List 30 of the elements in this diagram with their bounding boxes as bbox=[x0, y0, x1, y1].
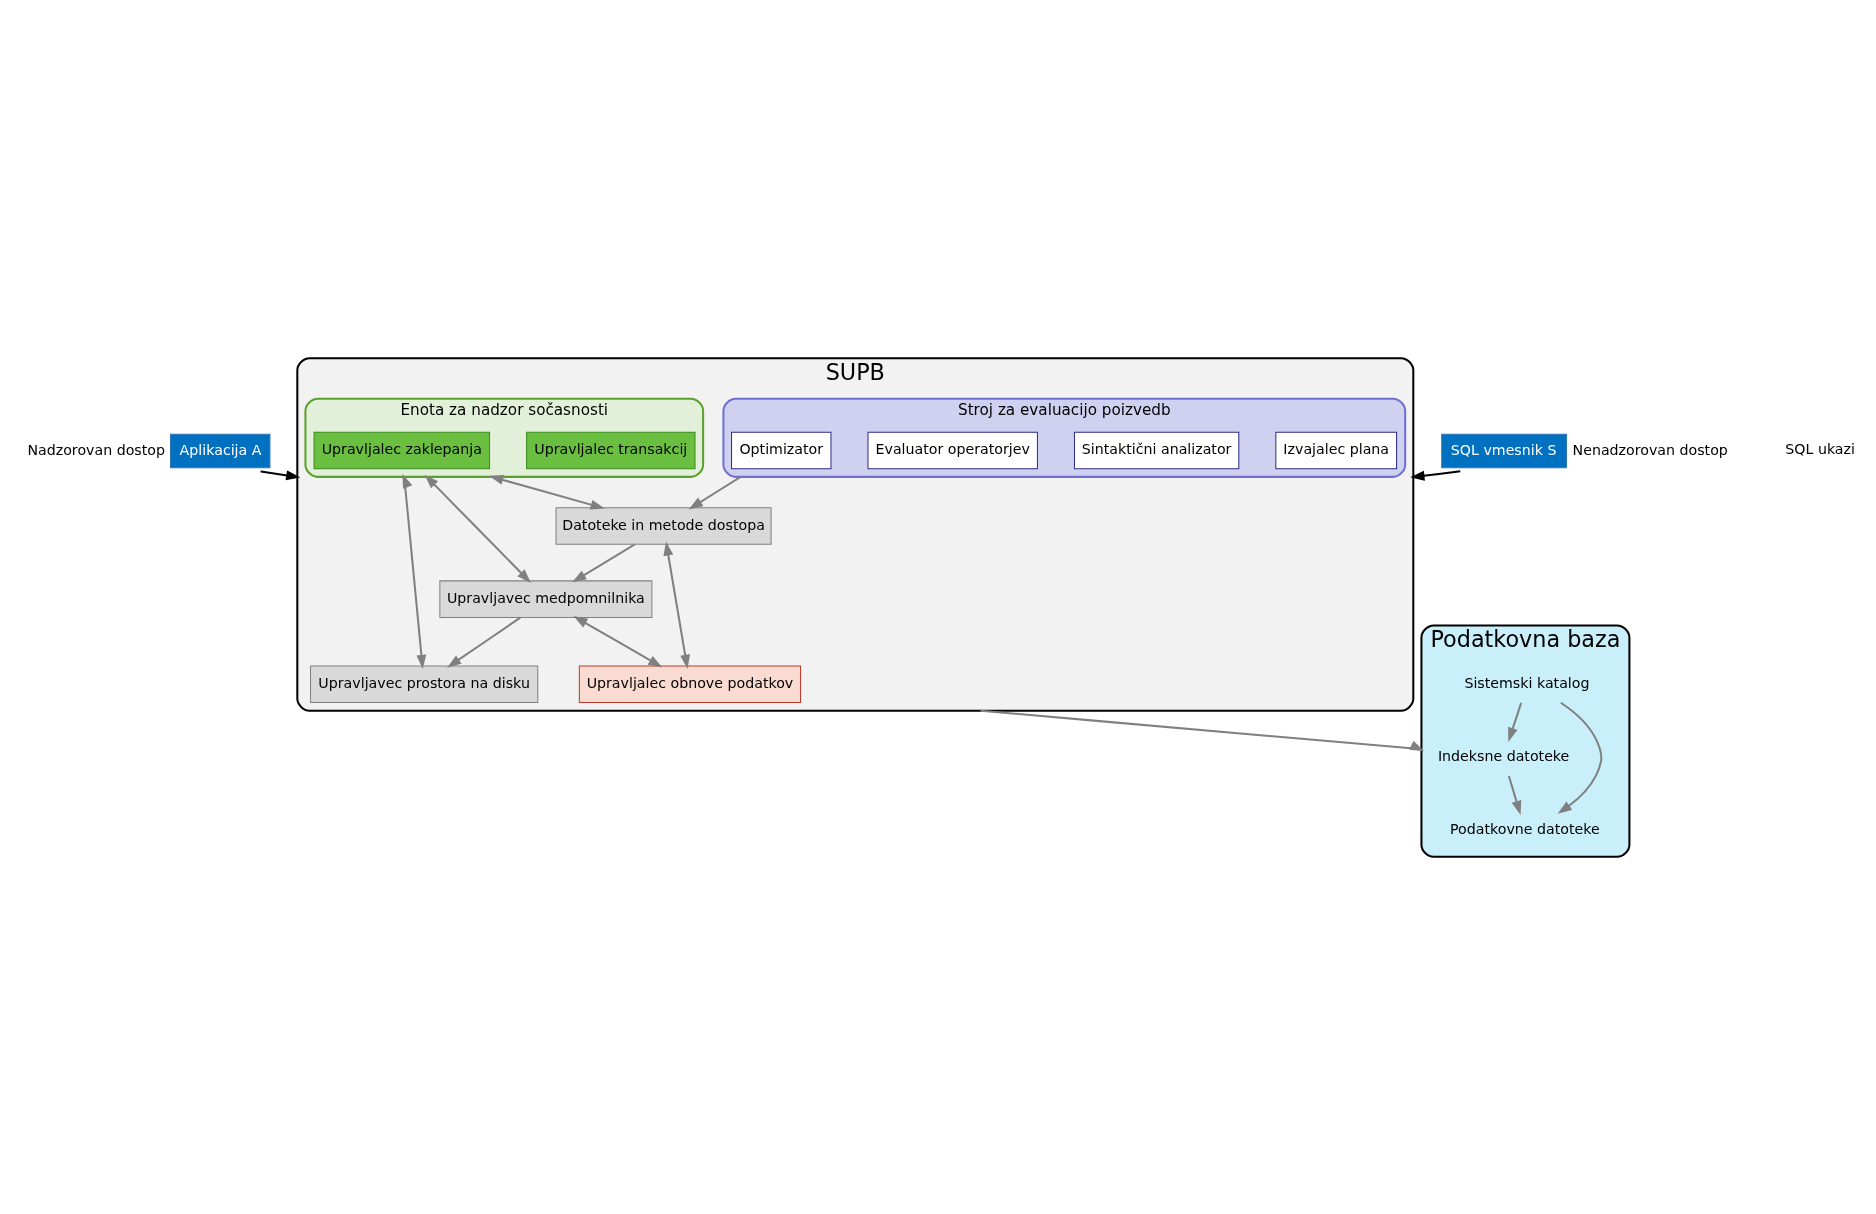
node-box: Datoteke in metode dostopa bbox=[555, 506, 772, 545]
label: SQL ukazi bbox=[1785, 440, 1855, 457]
node-text: Sistemski katalog bbox=[1464, 674, 1590, 691]
node-box: Sintaktični analizator bbox=[1073, 431, 1240, 469]
node-box: Upravljalec transakcij bbox=[526, 431, 696, 469]
node-box: Evaluator operatorjev bbox=[867, 431, 1038, 469]
arrow bbox=[1410, 469, 1461, 481]
node-box: Upravljavec prostora na disku bbox=[310, 665, 539, 703]
node-box: Izvajalec plana bbox=[1275, 431, 1398, 469]
arrow bbox=[1557, 701, 1603, 814]
node-text: Podatkovne datoteke bbox=[1450, 820, 1600, 837]
arrow bbox=[1508, 702, 1523, 742]
node-box: Optimizator bbox=[731, 431, 832, 469]
arrow bbox=[1507, 775, 1522, 815]
arrow bbox=[573, 615, 663, 667]
node-label: Nadzorovan dostop bbox=[27, 441, 165, 458]
arrow bbox=[980, 709, 1425, 751]
arrow bbox=[260, 469, 301, 480]
arrow bbox=[663, 540, 691, 669]
node-box: Upravljalec obnove podatkov bbox=[578, 665, 802, 703]
arrow bbox=[572, 543, 636, 582]
arrow bbox=[424, 474, 531, 583]
arrow bbox=[688, 475, 742, 509]
arrow bbox=[447, 616, 521, 668]
node-box: Upravljalec zaklepanja bbox=[313, 431, 491, 469]
arrow bbox=[489, 474, 605, 509]
node-box: Upravljavec medpomnilnika bbox=[439, 579, 653, 618]
node-text: Indeksne datoteke bbox=[1437, 747, 1570, 764]
arrow bbox=[402, 473, 427, 669]
node-label: Nenadzorovan dostop bbox=[1572, 441, 1728, 458]
